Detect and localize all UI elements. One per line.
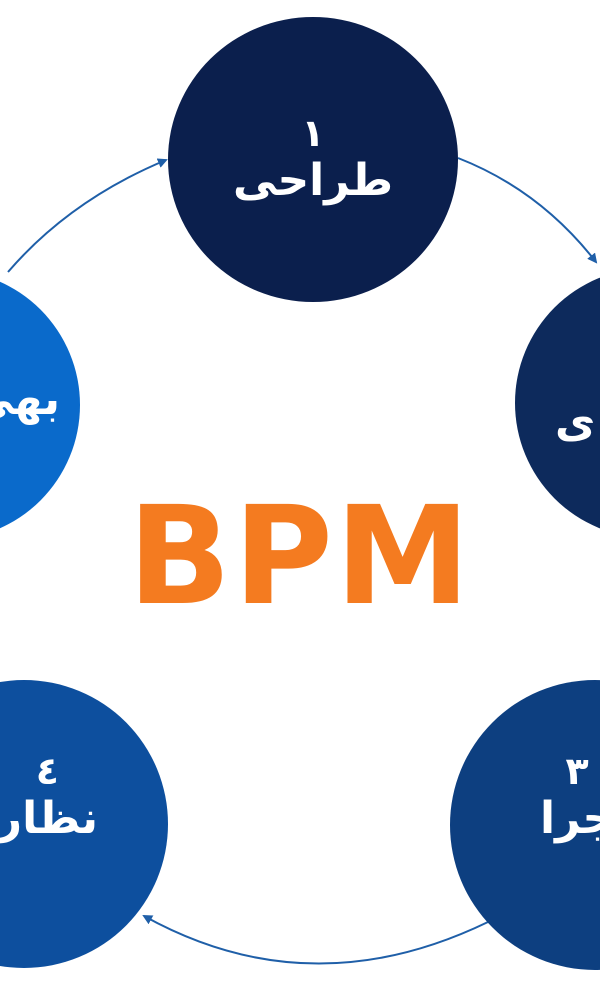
step-1-design-circle: ١ طراحی <box>168 17 458 302</box>
step-2-label: ی <box>555 397 596 448</box>
arrow-5-to-1 <box>7 158 168 273</box>
step-4-number: ٤ <box>35 749 59 793</box>
step-3-label: جرا <box>540 792 600 844</box>
arrow-3-to-4 <box>142 915 489 965</box>
step-3-number: ٣ <box>565 749 589 793</box>
center-title-bpm: BPM <box>127 478 473 636</box>
step-4-label: نظار <box>0 792 98 844</box>
step-5-label: بهی <box>0 374 60 425</box>
step-1-label: طراحی <box>232 155 394 207</box>
step-1-number: ١ <box>301 111 325 156</box>
arrow-1-to-2 <box>457 157 598 264</box>
